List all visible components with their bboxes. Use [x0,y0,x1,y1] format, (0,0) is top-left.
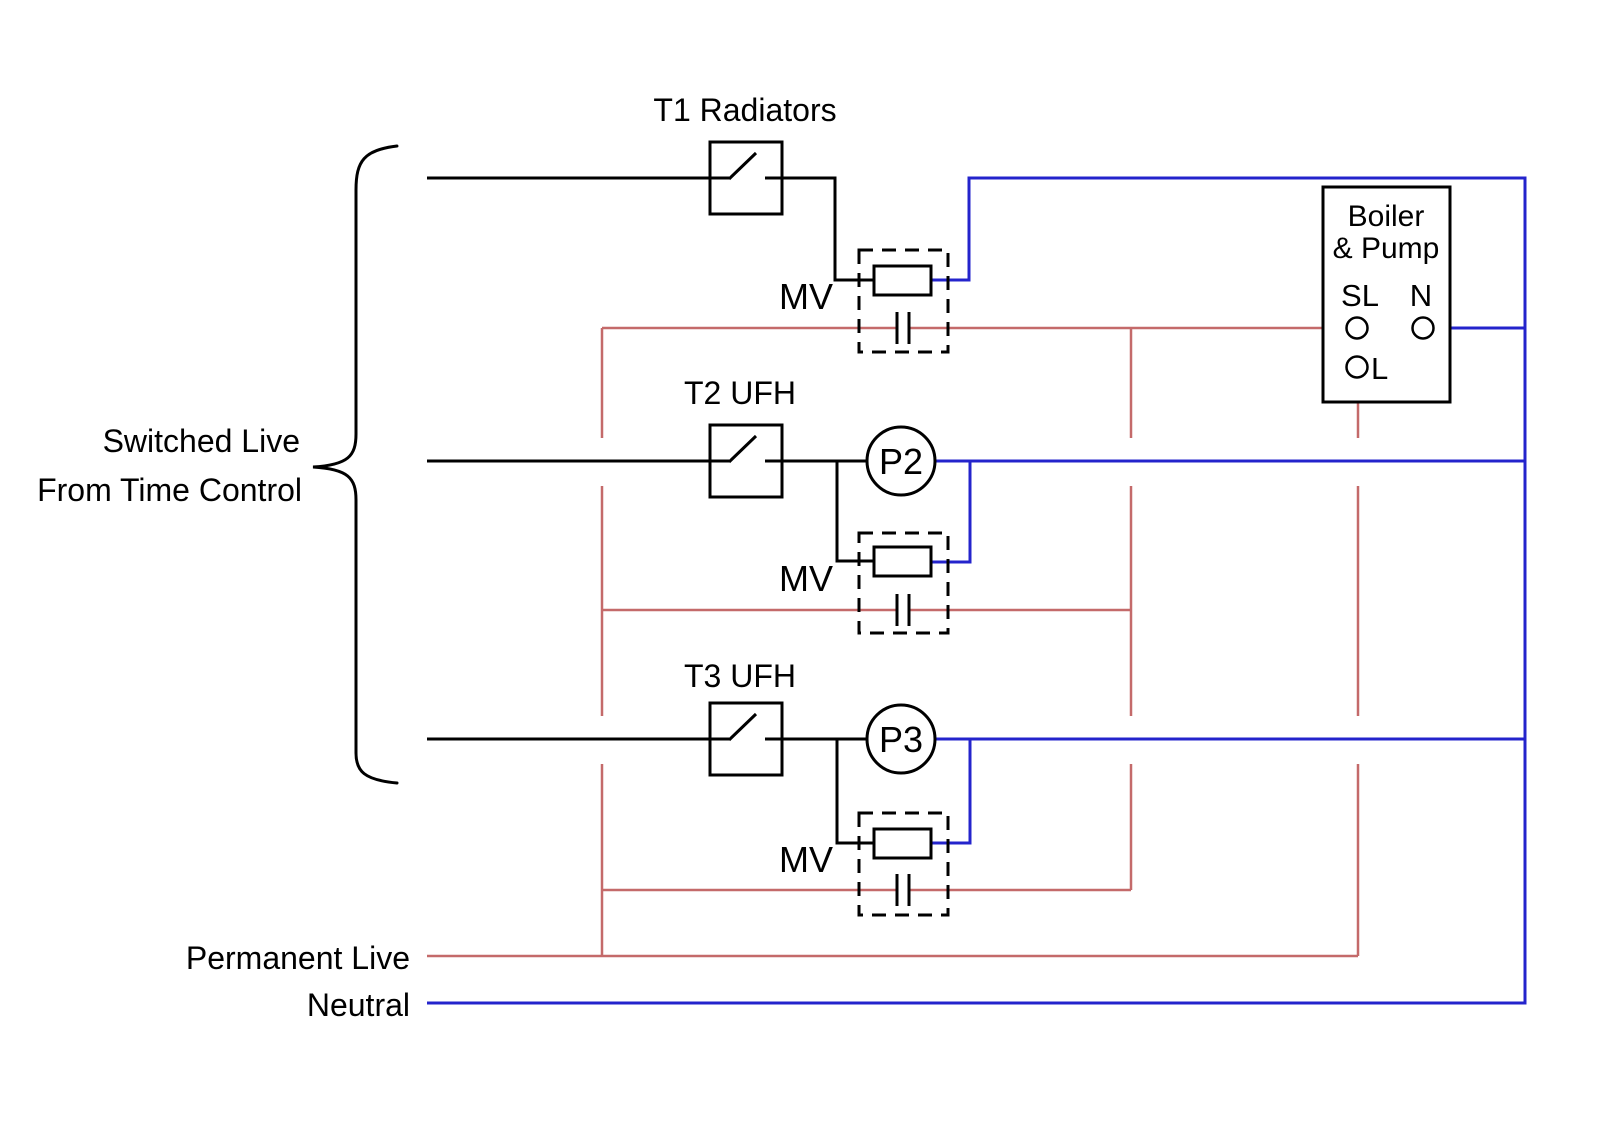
t3-circuit-wire [427,712,874,845]
pump2-label: P2 [879,441,923,482]
pump3-label: P3 [879,719,923,760]
switched-live-label-line2: From Time Control [37,472,302,508]
terminal-sl-label: SL [1341,278,1379,313]
boiler-label-line2: & Pump [1333,232,1440,265]
mv2-neutral-drop-wire [932,461,972,564]
mv1-motor-box [872,264,933,297]
boiler-terminal-sl [1345,316,1369,340]
t1-thermostat-switch-box [708,140,784,216]
mv2-dashed-enclosure [857,531,950,635]
motorized-valve-3 [857,811,950,917]
t2-label: T2 UFH [684,375,796,411]
mv2-label: MV [779,558,833,599]
permanent-live-label: Permanent Live [186,940,410,976]
mv3-aux-contact-icon [895,874,911,906]
t2-thermostat-switch-box [708,423,784,499]
switched-live-wires [427,151,874,845]
terminal-n-label: N [1410,278,1432,313]
pump3-circle [865,703,937,775]
t1-circuit-wire [427,151,874,282]
t2-circuit-wire [427,434,874,563]
boiler-terminal-l [1345,355,1369,379]
neutral-wires [427,176,1527,1005]
mv1-aux-contact-icon [895,312,911,344]
boiler-outline [1321,185,1452,404]
motorized-valve-1 [857,248,950,354]
mv3-neutral-drop-wire [932,739,972,845]
t3-thermostat-switch-box [708,701,784,777]
mv1-label: MV [779,276,833,317]
motorized-valve-2 [857,531,950,635]
boiler-terminal-n [1411,316,1435,340]
mv2-motor-box [872,545,933,578]
boiler-label-line1: Boiler [1348,200,1425,233]
pump2-circle [865,425,937,497]
mv1-dashed-enclosure [857,248,950,354]
mv3-label: MV [779,839,833,880]
mv2-aux-contact-icon [895,594,911,626]
boiler-box [1321,185,1452,404]
mv3-motor-box [872,827,933,860]
terminal-l-label: L [1371,351,1388,386]
neutral-trunk-wire [427,176,1527,1005]
neutral-label: Neutral [307,987,410,1023]
t3-label: T3 UFH [684,658,796,694]
switched-live-label-line1: Switched Live [103,423,300,459]
mv3-dashed-enclosure [857,811,950,917]
t1-label: T1 Radiators [653,92,836,128]
switched-live-brace [312,144,399,785]
